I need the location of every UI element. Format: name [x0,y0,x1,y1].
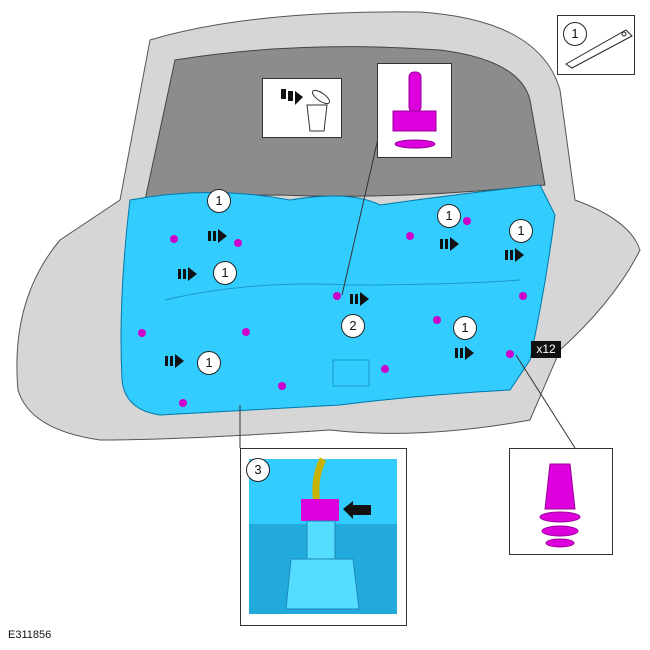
discard-inset [262,78,342,138]
clip-icon [539,463,581,548]
direction-arrow-icon [440,237,459,251]
clip-location-marker [381,365,389,373]
callout-pin: 2 [341,314,365,338]
rear-window [144,46,546,201]
direction-arrow-icon [505,248,524,262]
quantity-label: x12 [531,341,561,358]
clip-location-marker [234,239,242,247]
callout-release-4: 1 [213,261,237,285]
callout-release-2: 1 [437,204,461,228]
direction-arrow-icon [165,354,184,368]
direction-arrow-icon [343,501,371,519]
clip-location-marker [242,328,250,336]
connector-detail [249,457,397,614]
clip-location-marker [506,350,514,358]
callout-release-1: 1 [207,189,231,213]
direction-arrow-icon [178,267,197,281]
clip-location-marker [519,292,527,300]
clip-location-marker [138,329,146,337]
direction-arrow-icon [208,229,227,243]
clip-location-marker [406,232,414,240]
callout-tool: 1 [563,22,587,46]
trim-panel [120,184,556,416]
clip-location-marker [463,217,471,225]
callout-release-3: 1 [509,219,533,243]
direction-arrow-icon [455,346,474,360]
trim-tool-icon [565,29,633,69]
clip-location-marker [170,235,178,243]
callout-connector: 3 [246,458,270,482]
clip-location-marker [278,382,286,390]
push-pin-icon [392,71,437,149]
clip-inset [509,448,613,555]
direction-arrow-icon [350,292,369,306]
push-pin-inset [377,63,452,158]
callout-release-5: 1 [453,316,477,340]
discard-bin-icon [281,89,331,132]
callout-release-6: 1 [197,351,221,375]
clip-location-marker [333,292,341,300]
connector-inset [240,448,407,626]
clip-location-marker [179,399,187,407]
clip-location-marker [433,316,441,324]
figure-code: E311856 [8,629,52,641]
